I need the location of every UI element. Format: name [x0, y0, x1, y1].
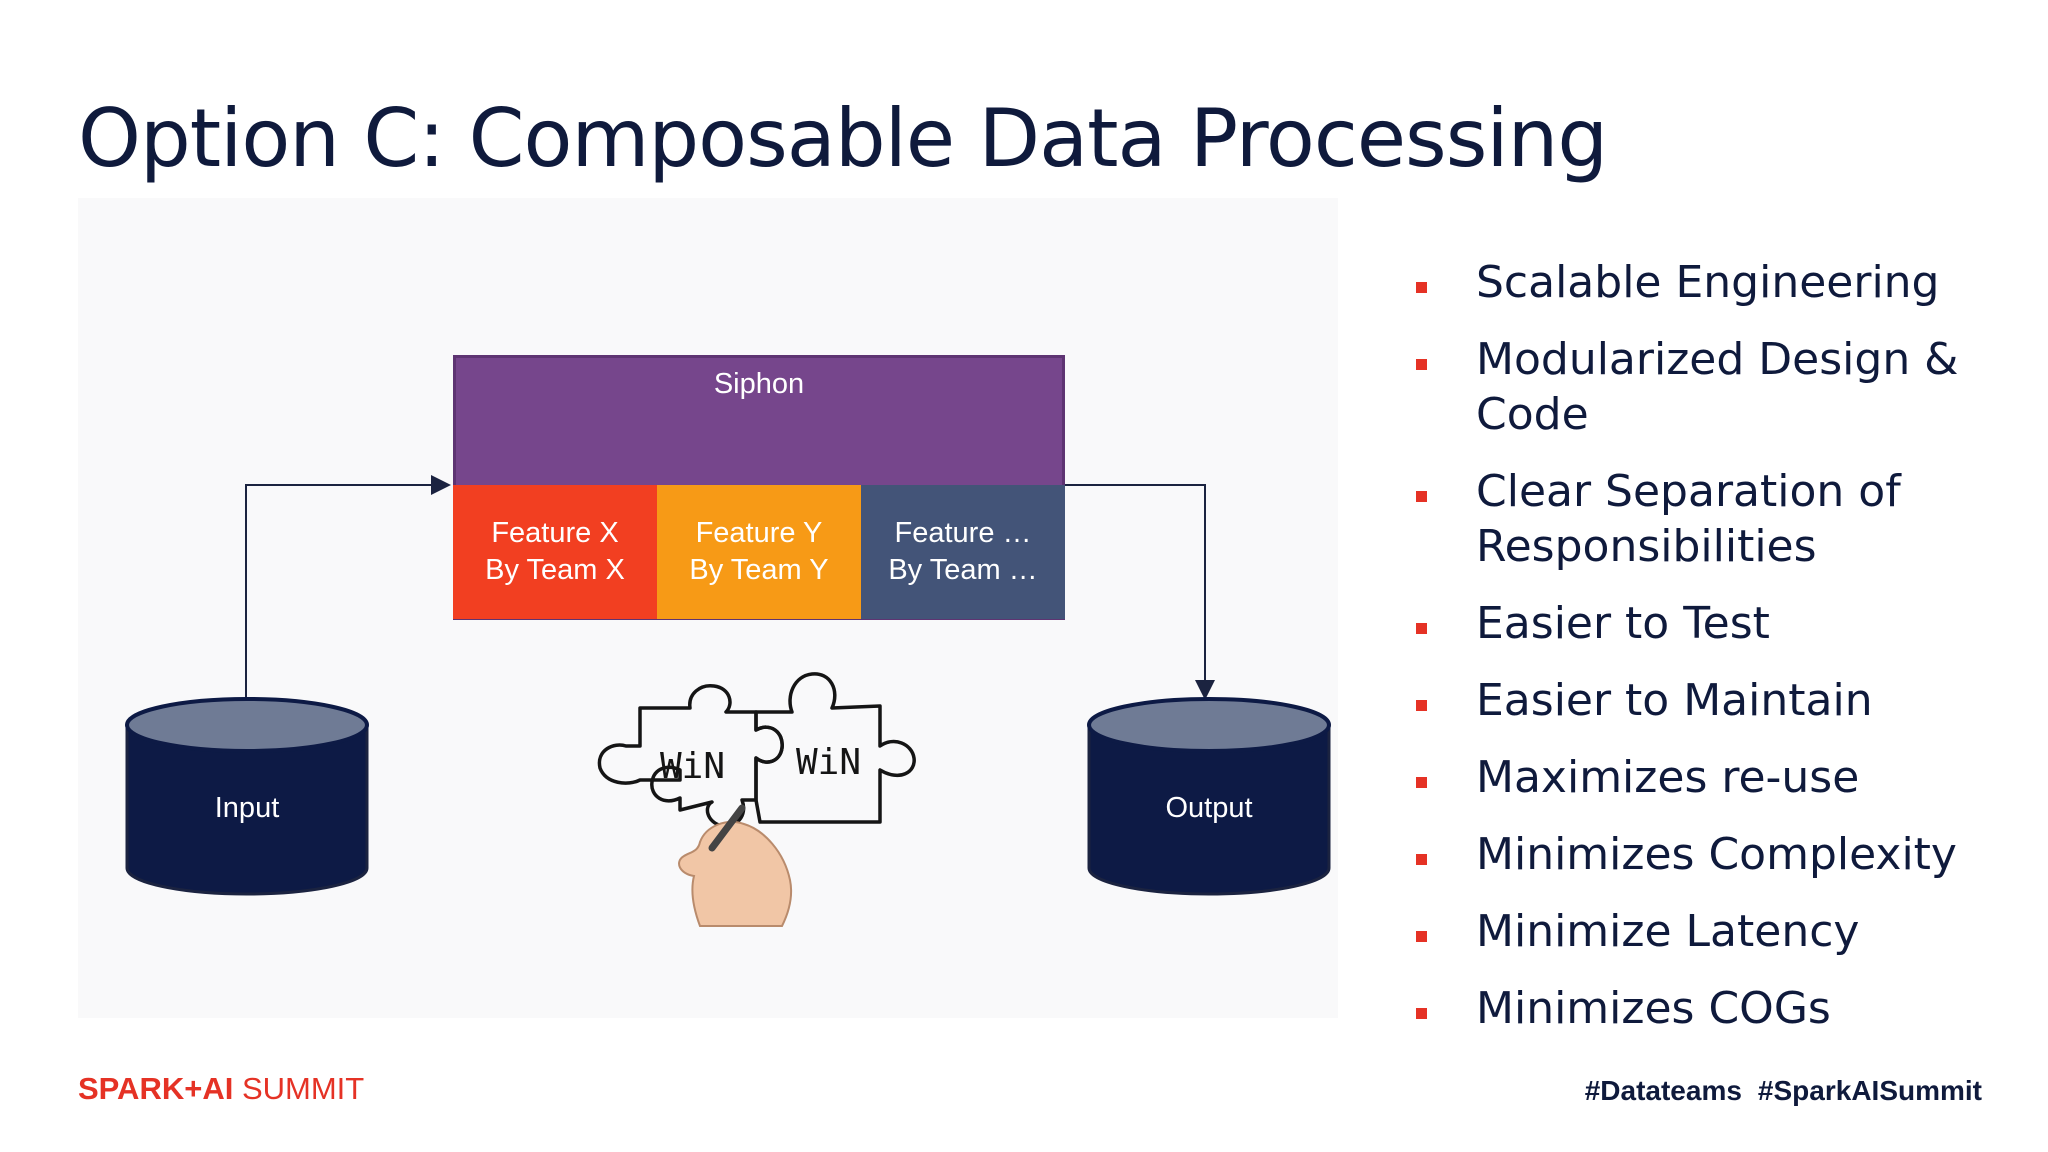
- logo-light-text: SUMMIT: [233, 1071, 365, 1106]
- list-item: Scalable Engineering: [1412, 255, 2032, 310]
- puzzle-word-left: WiN: [660, 746, 725, 787]
- bullet-marker: [1416, 282, 1427, 293]
- list-item-text: Easier to Maintain: [1476, 675, 1873, 726]
- list-item: Easier to Maintain: [1412, 673, 2032, 728]
- bullet-marker: [1416, 623, 1427, 634]
- feature-x-name: Feature X: [491, 517, 619, 549]
- bullet-marker: [1416, 1008, 1427, 1019]
- list-item: Maximizes re-use: [1412, 750, 2032, 805]
- list-item-text: Maximizes re-use: [1476, 752, 1860, 803]
- bullet-marker: [1416, 854, 1427, 865]
- spark-ai-summit-logo: SPARK+AI SUMMIT: [78, 1071, 364, 1107]
- list-item: Minimizes Complexity: [1412, 827, 2032, 882]
- list-item-text: Modularized Design & Code: [1476, 334, 1959, 440]
- list-item-text: Clear Separation of Responsibilities: [1476, 466, 1901, 572]
- output-label: Output: [1165, 792, 1253, 824]
- list-item-text: Minimizes COGs: [1476, 983, 1831, 1034]
- list-item-text: Minimize Latency: [1476, 906, 1860, 957]
- feature-y-name: Feature Y: [695, 517, 823, 549]
- list-item-text: Scalable Engineering: [1476, 257, 1940, 308]
- hashtag-sparkaisummit: #SparkAISummit: [1757, 1075, 1982, 1106]
- list-item-text: Minimizes Complexity: [1476, 829, 1957, 880]
- siphon-to-output-arrow: [1065, 484, 1215, 700]
- bullet-marker: [1416, 359, 1427, 370]
- input-database-icon: [125, 697, 369, 896]
- list-item: Clear Separation of Responsibilities: [1412, 464, 2032, 574]
- logo-bold-text: SPARK+AI: [78, 1071, 234, 1106]
- feature-x-box: Feature X By Team X: [453, 485, 657, 619]
- list-item-text: Easier to Test: [1476, 598, 1770, 649]
- hashtag-datateams: #Datateams: [1584, 1075, 1742, 1106]
- feature-y-team: By Team Y: [689, 554, 829, 586]
- benefits-list: Scalable Engineering Modularized Design …: [1412, 255, 2032, 1058]
- bullet-marker: [1416, 700, 1427, 711]
- slide-title: Option C: Composable Data Processing: [78, 92, 1608, 185]
- bullet-marker: [1416, 777, 1427, 788]
- input-to-siphon-arrow: [245, 475, 451, 700]
- puzzle-word-right: WiN: [796, 742, 861, 783]
- bullet-marker: [1416, 491, 1427, 502]
- list-item: Minimizes COGs: [1412, 981, 2032, 1036]
- list-item: Minimize Latency: [1412, 904, 2032, 959]
- list-item: Modularized Design & Code: [1412, 332, 2032, 442]
- bullet-marker: [1416, 931, 1427, 942]
- list-item: Easier to Test: [1412, 596, 2032, 651]
- feature-other-name: Feature …: [894, 517, 1032, 549]
- feature-y-box: Feature Y By Team Y: [657, 485, 861, 619]
- hand-icon: [678, 804, 792, 927]
- input-label: Input: [214, 792, 280, 824]
- feature-x-team: By Team X: [485, 554, 625, 586]
- siphon-label: Siphon: [713, 368, 805, 400]
- hashtags: #Datateams #SparkAISummit: [1569, 1075, 1982, 1107]
- output-database-icon: [1087, 697, 1331, 896]
- feature-other-box: Feature … By Team …: [861, 485, 1065, 619]
- puzzle-win-win-icon: [597, 672, 916, 828]
- feature-other-team: By Team …: [888, 554, 1038, 586]
